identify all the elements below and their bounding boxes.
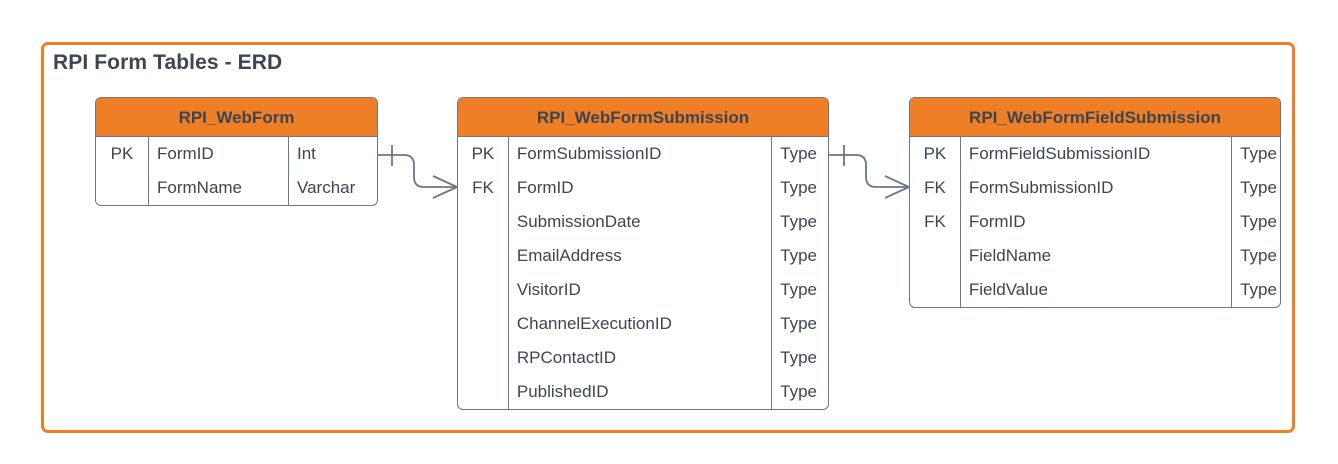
table-row[interactable]: PublishedID Type (458, 375, 828, 409)
column-name: FormID (149, 137, 289, 171)
column-type: Type (780, 178, 817, 197)
column-key: FK (910, 205, 961, 239)
column-name: EmailAddress (509, 239, 773, 273)
column-type: Type (1240, 246, 1277, 265)
column-key (458, 341, 509, 375)
column-key: FK (458, 171, 509, 205)
column-type: Type (780, 212, 817, 231)
column-name: FieldName (961, 239, 1233, 273)
entity-header-rpi-webformsubmission: RPI_WebFormSubmission (458, 98, 828, 137)
table-row[interactable]: FK FormID Type (910, 205, 1280, 239)
entity-body-rpi-webformfieldsubmission: PK FormFieldSubmissionID Type FK FormSub… (910, 137, 1280, 307)
diagram-title: RPI Form Tables - ERD (53, 51, 283, 74)
column-key (458, 239, 509, 273)
entity-header-rpi-webform: RPI_WebForm (96, 98, 377, 137)
column-key (458, 375, 509, 409)
table-row[interactable]: PK FormFieldSubmissionID Type (910, 137, 1280, 171)
entity-rpi-webformsubmission[interactable]: RPI_WebFormSubmission PK FormSubmissionI… (457, 97, 829, 410)
table-row[interactable]: RPContactID Type (458, 341, 828, 375)
column-name: VisitorID (509, 273, 773, 307)
column-name: ChannelExecutionID (509, 307, 773, 341)
table-row[interactable]: EmailAddress Type (458, 239, 828, 273)
column-name: PublishedID (509, 375, 773, 409)
column-name: SubmissionDate (509, 205, 773, 239)
column-key (458, 307, 509, 341)
column-key (458, 205, 509, 239)
column-type: Type (780, 348, 817, 367)
column-type: Type (780, 144, 817, 163)
table-row[interactable]: FK FormSubmissionID Type (910, 171, 1280, 205)
table-row[interactable]: SubmissionDate Type (458, 205, 828, 239)
column-key: PK (910, 137, 961, 171)
table-row[interactable]: PK FormSubmissionID Type (458, 137, 828, 171)
column-key (910, 273, 961, 307)
column-type: Type (780, 280, 817, 299)
erd-container (41, 42, 1295, 433)
table-row[interactable]: ChannelExecutionID Type (458, 307, 828, 341)
column-key (96, 171, 149, 205)
column-type: Int (297, 144, 316, 163)
column-type: Varchar (297, 178, 356, 197)
column-type: Type (780, 314, 817, 333)
column-key (910, 239, 961, 273)
entity-rpi-webform[interactable]: RPI_WebForm PK FormID Int FormName Varch… (95, 97, 378, 206)
table-row[interactable]: FK FormID Type (458, 171, 828, 205)
column-type: Type (780, 246, 817, 265)
entity-body-rpi-webform: PK FormID Int FormName Varchar (96, 137, 377, 205)
column-name: FieldValue (961, 273, 1233, 307)
column-key (458, 273, 509, 307)
column-name: FormSubmissionID (509, 137, 773, 171)
entity-rpi-webformfieldsubmission[interactable]: RPI_WebFormFieldSubmission PK FormFieldS… (909, 97, 1281, 308)
column-type: Type (1240, 144, 1277, 163)
entity-header-rpi-webformfieldsubmission: RPI_WebFormFieldSubmission (910, 98, 1280, 137)
column-name: FormFieldSubmissionID (961, 137, 1233, 171)
entity-body-rpi-webformsubmission: PK FormSubmissionID Type FK FormID Type … (458, 137, 828, 409)
column-name: FormSubmissionID (961, 171, 1233, 205)
column-key: FK (910, 171, 961, 205)
column-type: Type (1240, 178, 1277, 197)
table-row[interactable]: FieldValue Type (910, 273, 1280, 307)
column-name: FormID (509, 171, 773, 205)
column-key: PK (458, 137, 509, 171)
column-type: Type (1240, 280, 1277, 299)
column-name: RPContactID (509, 341, 773, 375)
table-row[interactable]: FormName Varchar (96, 171, 377, 205)
table-row[interactable]: VisitorID Type (458, 273, 828, 307)
column-key: PK (96, 137, 149, 171)
table-row[interactable]: PK FormID Int (96, 137, 377, 171)
column-name: FormID (961, 205, 1233, 239)
column-type: Type (1240, 212, 1277, 231)
column-type: Type (780, 382, 817, 401)
table-row[interactable]: FieldName Type (910, 239, 1280, 273)
column-name: FormName (149, 171, 289, 205)
